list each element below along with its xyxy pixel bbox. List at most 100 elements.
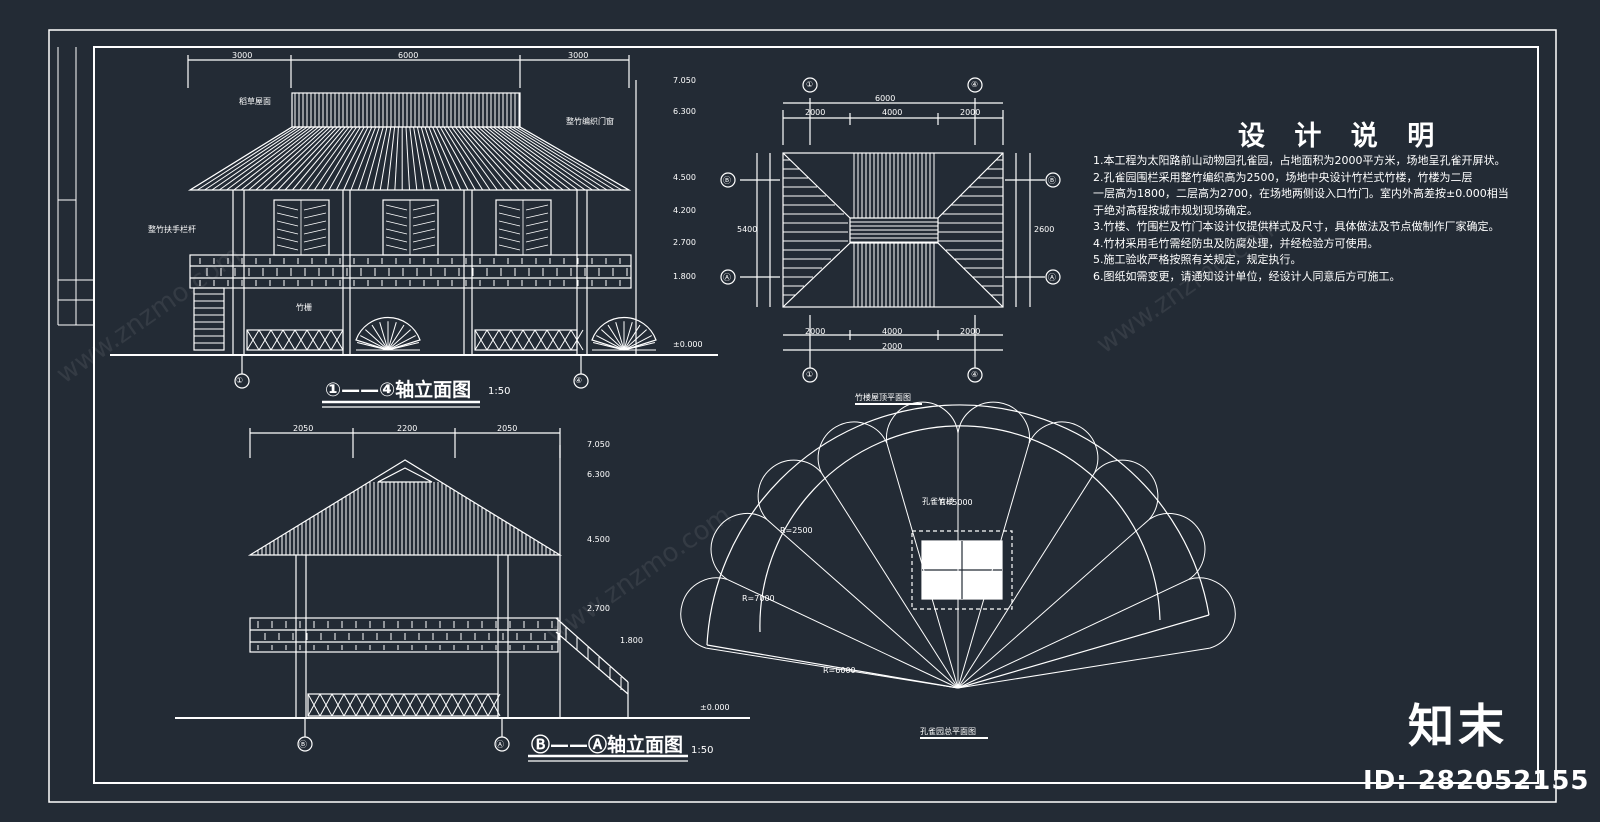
hatch-line bbox=[319, 693, 333, 717]
hatch-line bbox=[355, 693, 369, 717]
hatch-line bbox=[470, 126, 535, 191]
hatch-line bbox=[447, 126, 491, 191]
hatch-line bbox=[957, 472, 1096, 689]
hatch-line bbox=[240, 126, 319, 191]
hatch-line bbox=[486, 329, 500, 351]
hatch-line bbox=[462, 126, 520, 191]
hatch-line bbox=[258, 329, 272, 351]
hatch-line bbox=[331, 693, 345, 717]
fan-scallop bbox=[757, 459, 822, 520]
front-window-pattern bbox=[276, 200, 549, 255]
note-line: 6.图纸如需变更，请通知设计单位，经设计人同意后方可施工。 bbox=[1093, 269, 1401, 283]
hatch-line bbox=[276, 228, 299, 235]
hatch-line bbox=[623, 322, 633, 351]
hatch-line bbox=[335, 126, 369, 191]
hatch-line bbox=[409, 126, 418, 191]
hatch-line bbox=[204, 126, 300, 191]
hatch-line bbox=[439, 693, 453, 717]
note-line: 4.竹材采用毛竹需经防虫及防腐处理，并经检验方可使用。 bbox=[1093, 236, 1379, 250]
hatch-line bbox=[623, 324, 641, 351]
fan-scallop bbox=[817, 421, 888, 473]
hatch-line bbox=[357, 126, 380, 191]
hatch-line bbox=[498, 220, 521, 227]
hatch-line bbox=[313, 126, 358, 191]
hatch-line bbox=[303, 244, 327, 251]
hatch-line bbox=[294, 329, 308, 351]
hatch-line bbox=[957, 647, 1210, 689]
hatch-line bbox=[525, 220, 549, 227]
hatch-line bbox=[443, 126, 484, 191]
hatch-line bbox=[292, 126, 346, 191]
hatch-line bbox=[477, 126, 549, 191]
hatch-line bbox=[412, 212, 436, 219]
site-dim: R=5000 bbox=[940, 498, 973, 507]
hatch-line bbox=[727, 578, 959, 689]
hatch-line bbox=[424, 126, 447, 191]
hatch-line bbox=[957, 578, 1189, 689]
level-mark: ±0.000 bbox=[700, 703, 730, 712]
hatch-line bbox=[367, 693, 381, 717]
side-dim: 2050 bbox=[293, 424, 314, 433]
roof-plan bbox=[720, 77, 1061, 405]
site-dim: R=2500 bbox=[780, 526, 813, 535]
front-roof-stripes bbox=[189, 93, 630, 191]
note-line: 2.孔雀园围栏采用整竹编织高为2500，场地中央设计竹栏式竹楼，竹楼为二层 bbox=[1093, 170, 1473, 184]
fan-scallop bbox=[1188, 577, 1236, 649]
hatch-line bbox=[248, 126, 323, 191]
hatch-line bbox=[343, 693, 357, 717]
hatch-line bbox=[276, 204, 299, 211]
hatch-line bbox=[387, 335, 416, 351]
hatch-line bbox=[498, 212, 521, 219]
hatch-line bbox=[385, 244, 408, 251]
hatch-line bbox=[233, 126, 316, 191]
roof-plan-stripes bbox=[783, 153, 1003, 307]
front-elevation-title: ①——④轴立面图 bbox=[325, 379, 472, 401]
hatch-line bbox=[416, 126, 432, 191]
front-dim: 3000 bbox=[232, 51, 253, 60]
hatch-line bbox=[262, 126, 331, 191]
hatch-line bbox=[475, 693, 489, 717]
hatch-line bbox=[427, 693, 441, 717]
hatch-line bbox=[379, 322, 389, 351]
hatch-line bbox=[498, 236, 521, 243]
hatch-line bbox=[412, 236, 436, 243]
roof-dim: 4000 bbox=[882, 327, 903, 336]
hatch-line bbox=[387, 329, 411, 351]
design-notes: 1.本工程为太阳路前山动物园孔雀园，占地面积为2000平方米，场地呈孔雀开屏状。… bbox=[1093, 153, 1523, 285]
hatch-line bbox=[487, 693, 501, 717]
hatch-line bbox=[485, 126, 564, 191]
hatch-line bbox=[356, 342, 389, 351]
callout-label: 整竹扶手栏杆 bbox=[148, 225, 196, 234]
hatch-line bbox=[474, 329, 488, 351]
site-plan-fan bbox=[706, 404, 1210, 739]
hatch-line bbox=[270, 329, 284, 351]
hatch-line bbox=[385, 204, 408, 211]
hatch-line bbox=[601, 329, 625, 351]
side-elevation-title: Ⓑ——Ⓐ轴立面图 bbox=[531, 734, 684, 756]
level-mark: 7.050 bbox=[587, 440, 610, 449]
fan-scallop bbox=[710, 512, 767, 580]
roof-dim: 2000 bbox=[960, 327, 981, 336]
fan-scallop bbox=[885, 401, 959, 444]
side-dim: 2050 bbox=[497, 424, 518, 433]
hatch-line bbox=[276, 236, 299, 243]
hatch-line bbox=[218, 126, 308, 191]
hatch-line bbox=[592, 342, 625, 351]
roof-plan-title: 竹楼屋顶平面图 bbox=[855, 393, 911, 402]
note-line: 3.竹楼、竹围栏及竹门本设计仅提供样式及尺寸，具体做法及节点做制作厂家确定。 bbox=[1093, 220, 1500, 233]
hatch-line bbox=[512, 126, 615, 191]
fan-scallop bbox=[680, 577, 728, 649]
roof-dim: 2000 bbox=[805, 327, 826, 336]
axis-label: Ⓐ bbox=[496, 740, 504, 749]
hatch-line bbox=[276, 244, 299, 251]
hatch-line bbox=[957, 518, 1150, 689]
hatch-line bbox=[328, 126, 365, 191]
axis-label: Ⓑ bbox=[723, 176, 731, 185]
hatch-line bbox=[420, 126, 440, 191]
hatch-line bbox=[466, 126, 527, 191]
hatch-line bbox=[365, 126, 384, 191]
hatch-line bbox=[276, 212, 299, 219]
hatch-line bbox=[226, 126, 312, 191]
level-mark: 2.700 bbox=[587, 604, 610, 613]
hatch-line bbox=[412, 244, 436, 251]
